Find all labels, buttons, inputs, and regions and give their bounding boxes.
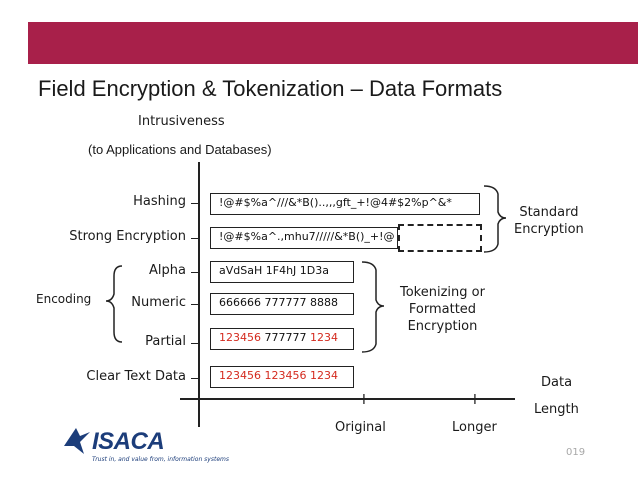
- page-number: 019: [566, 447, 586, 458]
- group-label-tokenizing: Tokenizing or Formatted Encryption: [400, 284, 485, 335]
- y-axis-line: [198, 162, 200, 427]
- group-label-encoding: Encoding: [36, 292, 92, 306]
- x-tick-original: I: [362, 393, 366, 408]
- tokenizing-line1: Tokenizing or: [400, 285, 485, 300]
- row-label-clear-text: Clear Text Data: [86, 369, 186, 384]
- header-banner: [28, 22, 638, 64]
- logo-tagline: Trust in, and value from, information sy…: [92, 456, 229, 463]
- tick-strong-encryption: [191, 238, 199, 239]
- partial-middle: 777777: [261, 331, 310, 344]
- partial-red-prefix: 123456: [219, 331, 261, 344]
- dashed-length-extension: [398, 224, 482, 252]
- x-label-longer: Longer: [452, 420, 497, 435]
- logo-text: ISACA: [92, 428, 165, 455]
- tick-partial: [191, 343, 199, 344]
- row-label-strong-encryption: Strong Encryption: [69, 229, 186, 244]
- value-box-alpha: aVdSaH 1F4hJ 1D3a: [210, 261, 354, 283]
- isaca-logo-icon: [64, 428, 90, 454]
- tokenizing-line2: Formatted: [408, 302, 477, 317]
- y-axis-label: Intrusiveness: [138, 114, 225, 129]
- partial-red-suffix: 1234: [309, 331, 338, 344]
- value-box-strong-encryption: !@#$%a^.,mhu7/////&*B()_+!@: [210, 227, 398, 249]
- tick-alpha: [191, 272, 199, 273]
- tick-numeric: [191, 304, 199, 305]
- x-axis-label-data: Data: [541, 375, 573, 390]
- brace-tokenizing: [361, 261, 385, 353]
- value-box-clear-text: 123456 123456 1234: [210, 366, 354, 388]
- x-label-original: Original: [335, 420, 386, 435]
- y-axis-sublabel: (to Applications and Databases): [88, 142, 272, 157]
- row-label-partial: Partial: [145, 334, 186, 349]
- value-box-partial: 123456 777777 1234: [210, 328, 354, 350]
- x-axis-line: [180, 398, 515, 400]
- row-label-numeric: Numeric: [131, 295, 186, 310]
- brace-standard: [483, 185, 507, 253]
- tick-hashing: [191, 203, 199, 204]
- group-label-standard-encryption: Standard Encryption: [514, 204, 584, 238]
- tokenizing-line3: Encryption: [407, 319, 478, 334]
- x-axis-label-length: Length: [534, 402, 579, 417]
- row-label-hashing: Hashing: [133, 194, 186, 209]
- standard-line2: Encryption: [514, 222, 584, 237]
- tick-clear-text: [191, 378, 199, 379]
- x-tick-longer: I: [473, 393, 477, 408]
- row-label-alpha: Alpha: [149, 263, 186, 278]
- brace-encoding: [105, 265, 123, 343]
- standard-line1: Standard: [519, 205, 579, 220]
- value-box-hashing: !@#$%a^///&*B()..,,,gft_+!@4#$2%p^&*: [210, 193, 480, 215]
- page-title: Field Encryption & Tokenization – Data F…: [38, 76, 503, 101]
- value-box-numeric: 666666 777777 8888: [210, 293, 354, 315]
